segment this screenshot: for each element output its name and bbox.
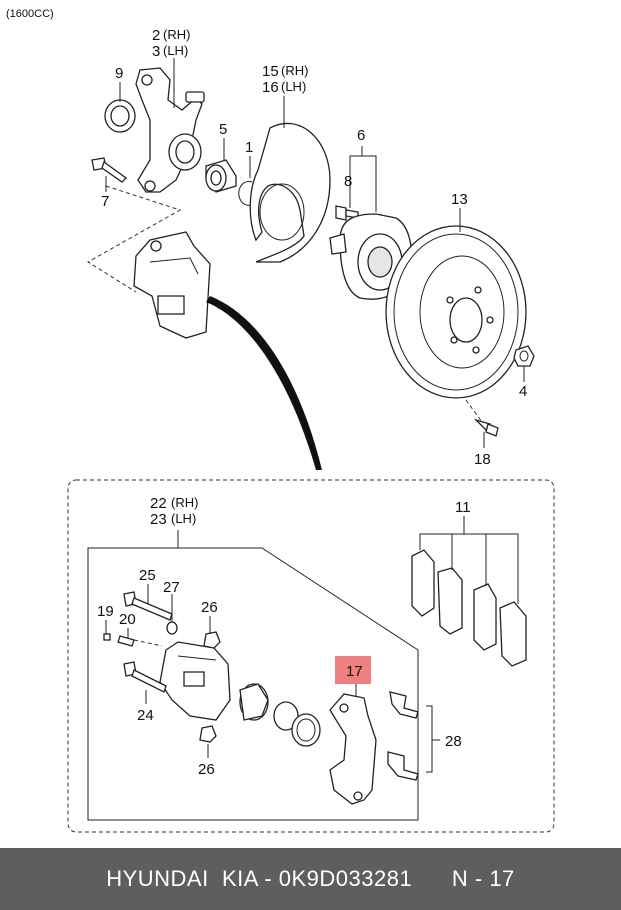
wheel-bearing <box>205 159 237 193</box>
callout-rh-b: (RH) <box>281 63 308 78</box>
callout-15: 15 <box>262 63 279 80</box>
callout-22: 22 <box>150 495 167 512</box>
callout-9: 9 <box>115 65 123 82</box>
footer-bar: HYUNDAI KIA - 0K9D033281 N - 17 <box>0 848 621 910</box>
variant-label: (1600CC) <box>6 8 54 20</box>
hub-nut <box>513 345 535 367</box>
callout-2: 2 <box>152 27 160 44</box>
callout-25: 25 <box>139 567 156 584</box>
callout-18: 18 <box>474 451 491 468</box>
brake-assembly-diagram: (1600CC) <box>6 8 555 833</box>
callout-rh-a: (RH) <box>163 27 190 42</box>
callout-lh-a: (LH) <box>163 43 188 58</box>
callout-26-top: 26 <box>201 599 218 616</box>
knuckle-bolt <box>91 157 127 183</box>
callout-6: 6 <box>357 127 365 144</box>
callout-5: 5 <box>219 121 227 138</box>
guide-pins <box>123 591 173 693</box>
small-hardware <box>103 621 221 743</box>
callout-rh-c: (RH) <box>171 495 198 510</box>
callout-lh-b: (LH) <box>281 79 306 94</box>
callout-13: 13 <box>451 191 468 208</box>
callout-26-bottom: 26 <box>198 761 215 778</box>
callout-7: 7 <box>101 193 109 210</box>
footer-brand: HYUNDAI KIA - 0K9D033281 <box>106 866 413 891</box>
callout-19: 19 <box>97 603 114 620</box>
disc-screw <box>473 418 499 437</box>
steering-knuckle <box>135 67 205 193</box>
footer-spacer <box>412 866 452 892</box>
caliper-assembly-top <box>133 231 211 339</box>
caliper-body <box>159 641 231 721</box>
callout-27: 27 <box>163 579 180 596</box>
brake-pads <box>411 549 527 667</box>
pad-clips <box>387 691 419 781</box>
highlight-17 <box>335 656 371 684</box>
callout-lh-c: (LH) <box>171 511 196 526</box>
callout-11: 11 <box>455 499 471 516</box>
detail-box <box>67 479 555 833</box>
brake-disc <box>385 225 527 399</box>
callout-4: 4 <box>519 383 527 400</box>
callout-1: 1 <box>245 139 253 156</box>
detail-arrow <box>206 296 322 470</box>
callout-28: 28 <box>445 733 462 750</box>
dust-cover <box>249 122 331 263</box>
leader-lines <box>105 58 525 758</box>
oil-seal <box>104 99 136 133</box>
callout-23: 23 <box>150 511 167 528</box>
callout-24: 24 <box>137 707 154 724</box>
footer-ref: N - 17 <box>451 866 515 891</box>
caliper-carrier <box>329 693 377 805</box>
callout-labels: 2 (RH) 3 (LH) 9 5 1 15 (RH) 16 (LH) 6 8 … <box>97 27 527 778</box>
callout-3: 3 <box>152 43 160 60</box>
callout-8: 8 <box>344 173 352 190</box>
caliper-piston <box>239 683 321 747</box>
callout-17: 17 <box>346 663 363 680</box>
callout-16: 16 <box>262 79 279 96</box>
caliper-kit-outline <box>87 547 419 821</box>
callout-20: 20 <box>119 611 136 628</box>
